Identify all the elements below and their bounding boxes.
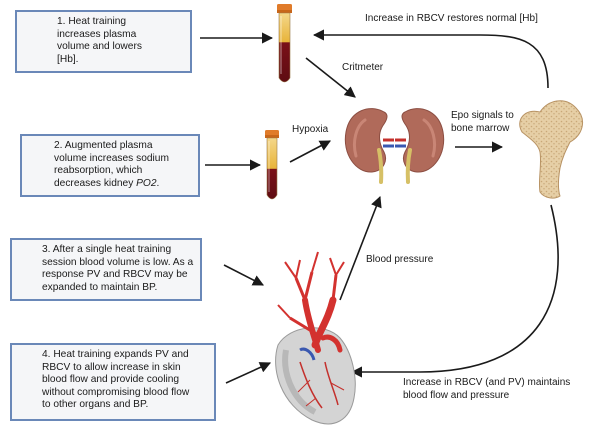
kidneys-icon <box>344 108 445 184</box>
step-4-line-2: RBCV to allow increase in skin <box>42 361 181 373</box>
critmeter-label: Critmeter <box>342 62 384 73</box>
epo-label-line-2: bone marrow <box>451 122 510 134</box>
step-1-box: 1. Heat training increases plasma volume… <box>15 10 192 73</box>
step-2-line-1: 2. Augmented plasma <box>54 140 153 151</box>
blood-tube-icon <box>277 4 292 83</box>
step-2-line-3: reabsorption, which <box>54 165 143 177</box>
bottom-label: Increase in RBCV (and PV) maintains bloo… <box>403 377 570 402</box>
arrow-bone-to-tube-curve <box>312 29 549 89</box>
arrow-box3-to-heart <box>223 264 264 286</box>
step-4-box: 4. Heat training expands PV and RBCV to … <box>10 343 216 421</box>
step-3-line-4: expanded to maintain BP. <box>42 281 158 293</box>
step-4-line-3: blood flow and provide cooling <box>42 374 180 386</box>
step-2-line-2: volume increases sodium <box>54 152 169 164</box>
blood-pressure-label: Blood pressure <box>366 254 434 265</box>
top-label: Increase in RBCV restores normal [Hb] <box>365 13 538 24</box>
step-4-line-4: without compromising blood flow <box>42 386 190 398</box>
femur-bone-icon <box>519 100 584 199</box>
hypoxia-label: Hypoxia <box>292 124 329 135</box>
bottom-label-line-1: Increase in RBCV (and PV) maintains <box>403 377 571 388</box>
bottom-label-line-2: blood flow and pressure <box>403 389 510 401</box>
epo-label: Epo signals to bone marrow <box>451 110 514 135</box>
step-3-line-2: session blood volume is low. As a <box>42 256 194 268</box>
step-4-line-1: 4. Heat training expands PV and <box>42 349 189 360</box>
step-1-line-1: 1. Heat training <box>57 16 127 27</box>
epo-label-line-1: Epo signals to <box>451 110 514 121</box>
heart-icon <box>275 251 356 425</box>
step-2-line-4: decreases kidney PO2. <box>54 178 192 191</box>
step-2-box: 2. Augmented plasma volume increases sod… <box>20 134 200 197</box>
step-2-period: . <box>156 177 160 189</box>
step-2-po2: PO2 <box>136 177 157 189</box>
arrow-tube2-to-kidneys <box>289 140 331 163</box>
step-3-line-1: 3. After a single heat training <box>42 244 172 255</box>
step-1-line-4: [Hb]. <box>57 53 79 65</box>
arrow-box4-to-heart <box>225 362 272 384</box>
step-1-line-2: increases plasma <box>57 28 137 40</box>
arrow-heart-to-kidneys <box>339 195 382 301</box>
blood-tube-icon <box>265 130 279 200</box>
step-2-line-4-text: decreases kidney <box>54 177 137 189</box>
step-3-box: 3. After a single heat training session … <box>10 238 202 301</box>
arrow-tube1-to-kidneys <box>305 57 356 98</box>
step-1-line-3: volume and lowers <box>57 41 142 53</box>
step-3-line-3: response PV and RBCV may be <box>42 269 188 281</box>
step-4-line-5: to other organs and BP. <box>42 399 149 411</box>
arrow-bone-to-heart-curve <box>350 204 559 378</box>
